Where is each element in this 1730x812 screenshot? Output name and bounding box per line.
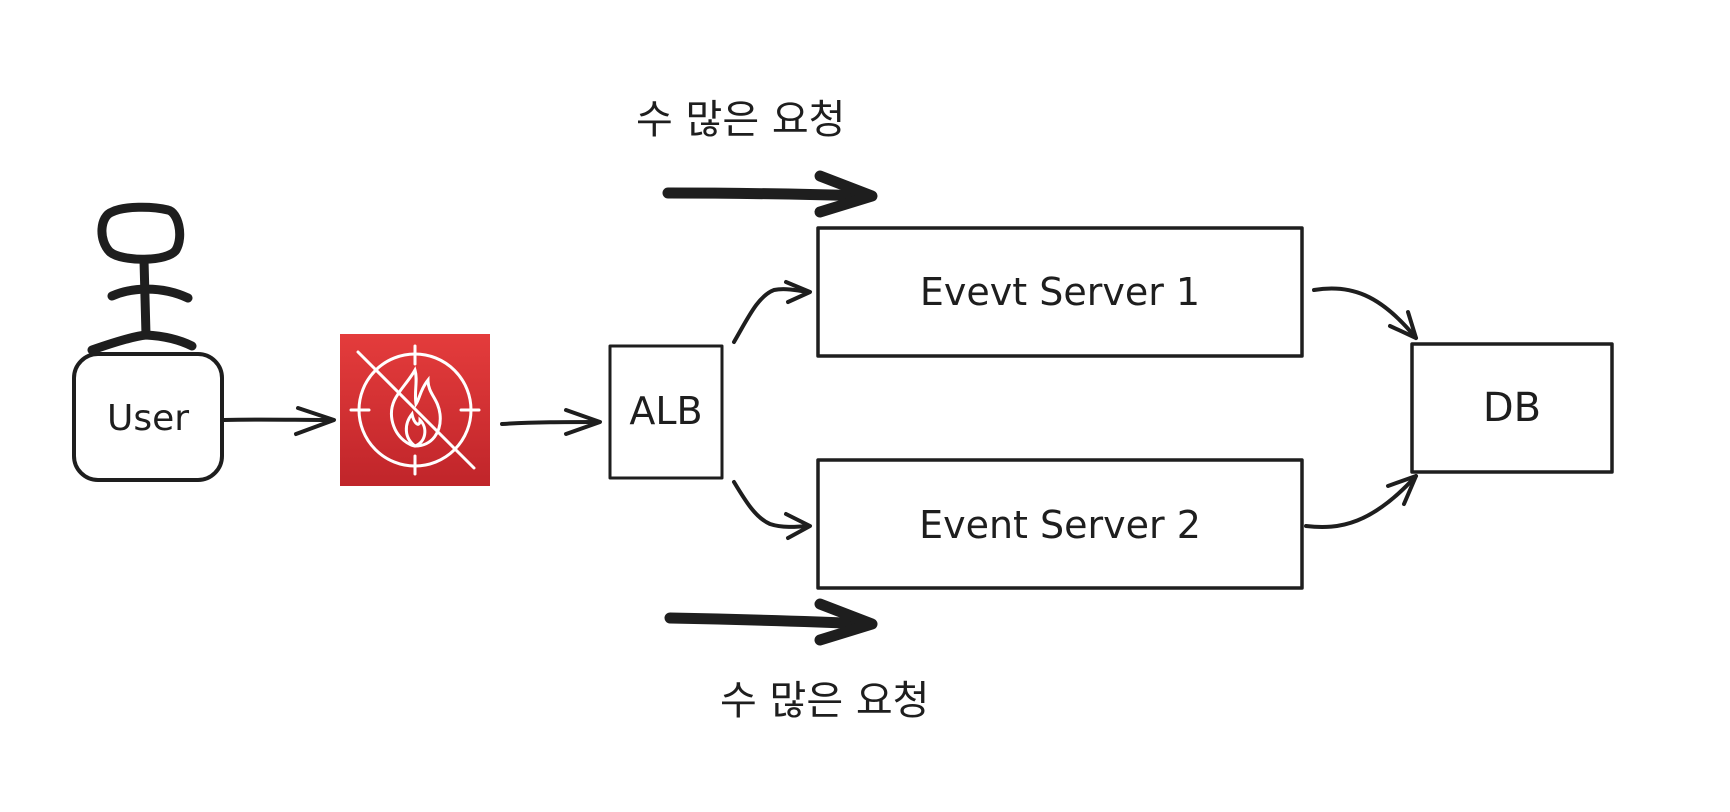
arrow-user-to-firewall [222,406,336,436]
alb-label: ALB [629,389,702,433]
traffic-label-bottom: 수 많은 요청 [720,678,929,724]
user-node[interactable] [72,352,224,482]
event-server-1-label: Evevt Server 1 [920,270,1200,314]
event-server-2-node[interactable] [816,458,1304,590]
arrow-firewall-to-alb [500,408,602,436]
arrow-server2-to-db [1304,474,1418,530]
traffic-label-top: 수 많은 요청 [636,97,845,143]
firewall-icon[interactable] [340,334,490,486]
traffic-arrow-bottom [664,598,878,646]
db-label: DB [1483,385,1541,431]
alb-node[interactable] [608,344,724,480]
user-person-icon [87,202,197,355]
arrow-alb-to-server1 [732,280,812,344]
user-label: User [107,398,189,439]
event-server-2-label: Event Server 2 [919,503,1201,547]
arrow-alb-to-server2 [732,480,812,540]
arrow-server1-to-db [1312,286,1418,340]
event-server-1-node[interactable] [816,226,1304,358]
traffic-arrow-top [662,170,878,218]
db-node[interactable] [1410,342,1614,474]
